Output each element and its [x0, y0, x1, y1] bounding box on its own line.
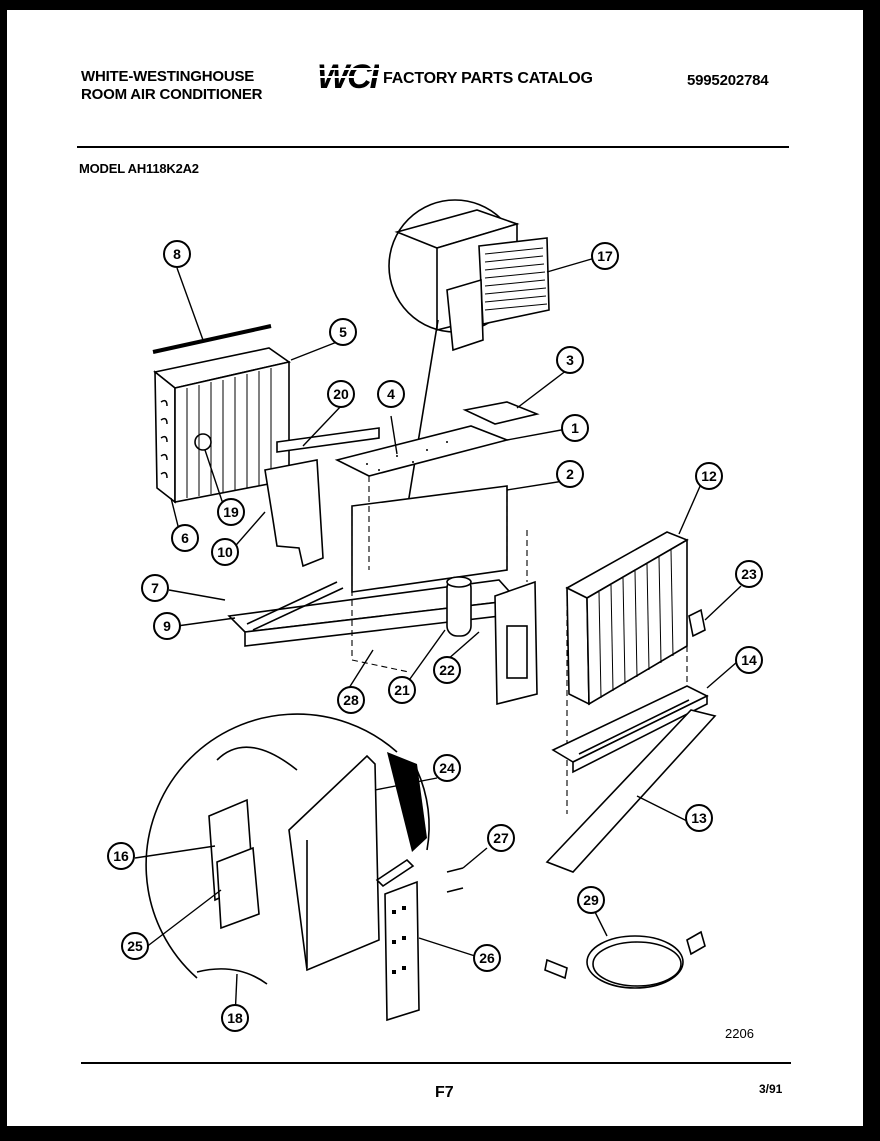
svg-text:7: 7 — [151, 580, 159, 596]
callout-18: 18 — [221, 1004, 249, 1032]
brand-line-1: WHITE-WESTINGHOUSE — [81, 68, 255, 85]
callout-4: 4 — [377, 380, 405, 408]
svg-text:25: 25 — [127, 938, 143, 954]
svg-text:18: 18 — [227, 1010, 243, 1026]
svg-text:3: 3 — [566, 352, 574, 368]
svg-text:2: 2 — [566, 466, 574, 482]
callout-24: 24 — [433, 754, 461, 782]
svg-text:13: 13 — [691, 810, 707, 826]
evaporator-coil — [152, 324, 291, 504]
svg-text:5: 5 — [339, 324, 347, 340]
callout-5: 5 — [329, 318, 357, 346]
svg-text:10: 10 — [217, 544, 233, 560]
leader-lines — [134, 257, 742, 1019]
svg-text:27: 27 — [493, 830, 509, 846]
callout-19: 19 — [217, 498, 245, 526]
svg-text:9: 9 — [163, 618, 171, 634]
parts-catalog-page: WHITE-WESTINGHOUSE ROOM AIR CONDITIONER … — [7, 10, 863, 1126]
exploded-parts-diagram: 1 2 3 4 5 6 7 8 9 10 12 13 14 16 17 18 1… — [107, 199, 763, 1032]
chassis-base — [227, 401, 540, 706]
callout-1: 1 — [561, 414, 589, 442]
figure-code: 2206 — [725, 1026, 754, 1041]
callout-7: 7 — [141, 574, 169, 602]
callout-23: 23 — [735, 560, 763, 588]
svg-text:4: 4 — [387, 386, 395, 402]
callout-13: 13 — [685, 804, 713, 832]
power-cord — [544, 930, 706, 989]
callout-27: 27 — [487, 824, 515, 852]
svg-text:22: 22 — [439, 662, 455, 678]
svg-text:20: 20 — [333, 386, 349, 402]
callout-29: 29 — [577, 886, 605, 914]
svg-text:8: 8 — [173, 246, 181, 262]
callout-8: 8 — [163, 240, 191, 268]
part-number: 5995202784 — [687, 72, 769, 89]
model-number: MODEL AH118K2A2 — [79, 161, 199, 176]
svg-text:16: 16 — [113, 848, 129, 864]
catalog-date: 3/91 — [759, 1082, 783, 1096]
svg-text:29: 29 — [583, 892, 599, 908]
brand-line-2: ROOM AIR CONDITIONER — [81, 86, 263, 103]
filter-detail-circle — [388, 199, 550, 511]
svg-text:21: 21 — [394, 682, 410, 698]
callout-2: 2 — [556, 460, 584, 488]
callout-21: 21 — [388, 676, 416, 704]
catalog-title: FACTORY PARTS CATALOG — [383, 70, 593, 87]
svg-text:14: 14 — [741, 652, 757, 668]
page-number: F7 — [435, 1084, 454, 1101]
callout-22: 22 — [433, 656, 461, 684]
footer-rule — [81, 1062, 791, 1064]
svg-text:24: 24 — [439, 760, 455, 776]
svg-text:19: 19 — [223, 504, 239, 520]
callout-12: 12 — [695, 462, 723, 490]
callout-3: 3 — [556, 346, 584, 374]
svg-text:17: 17 — [597, 248, 613, 264]
callout-10: 10 — [211, 538, 239, 566]
callout-14: 14 — [735, 646, 763, 674]
wci-logo-icon: WCI — [315, 58, 379, 96]
control-detail-circle — [145, 713, 464, 1022]
callout-28: 28 — [337, 686, 365, 714]
callout-20: 20 — [327, 380, 355, 408]
svg-text:26: 26 — [479, 950, 495, 966]
callout-17: 17 — [591, 242, 619, 270]
svg-text:1: 1 — [571, 420, 579, 436]
svg-text:23: 23 — [741, 566, 757, 582]
callout-25: 25 — [121, 932, 149, 960]
condenser-coil — [565, 531, 706, 814]
callout-16: 16 — [107, 842, 135, 870]
base-rails — [545, 685, 717, 873]
callout-9: 9 — [153, 612, 181, 640]
header-rule — [77, 146, 789, 148]
svg-text:28: 28 — [343, 692, 359, 708]
callout-26: 26 — [473, 944, 501, 972]
svg-text:6: 6 — [181, 530, 189, 546]
callout-6: 6 — [171, 524, 199, 552]
svg-text:12: 12 — [701, 468, 717, 484]
